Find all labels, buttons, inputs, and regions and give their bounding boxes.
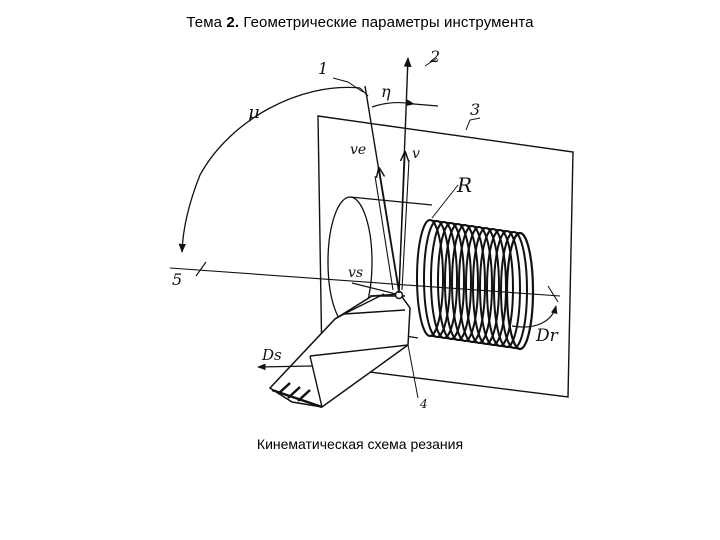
- vector-vs: [351, 282, 397, 295]
- workpiece-thread: [416, 219, 535, 351]
- label-eta: η: [381, 82, 391, 101]
- page-title: Тема 2. Геометрические параметры инструм…: [0, 14, 720, 31]
- label-vs: vs: [348, 265, 363, 281]
- label-dr: Dr: [535, 326, 559, 346]
- label-ds: Ds: [261, 346, 282, 364]
- feed-arrow-ds: [257, 363, 313, 371]
- label-r: R: [456, 173, 472, 197]
- label-3: 3: [470, 100, 480, 119]
- title-number: 2.: [226, 14, 240, 31]
- label-2: 2: [429, 47, 440, 66]
- title-prefix: Тема: [186, 14, 227, 31]
- tool-section-hatch: [271, 382, 323, 409]
- label-5: 5: [172, 270, 182, 289]
- figure-caption: Кинематическая схема резания: [256, 436, 464, 452]
- working-plane-3: [317, 115, 574, 398]
- direction-line-2: [398, 57, 412, 294]
- label-1: 1: [318, 59, 328, 78]
- angle-mu-arc: [178, 86, 361, 253]
- cutting-tool: [268, 290, 411, 409]
- label-4: 4: [419, 397, 428, 411]
- direction-line-1: [364, 85, 400, 294]
- angle-eta-arc: [371, 99, 415, 108]
- workpiece: [327, 196, 535, 351]
- axis-line-5: [169, 267, 561, 297]
- label-v: v: [412, 146, 420, 162]
- title-text: Геометрические параметры инструмента: [239, 14, 534, 31]
- tool-shank: [268, 293, 411, 408]
- rotation-arrow-dr: [511, 305, 558, 328]
- label-mu: μ: [248, 102, 260, 123]
- label-ve: ve: [350, 142, 366, 158]
